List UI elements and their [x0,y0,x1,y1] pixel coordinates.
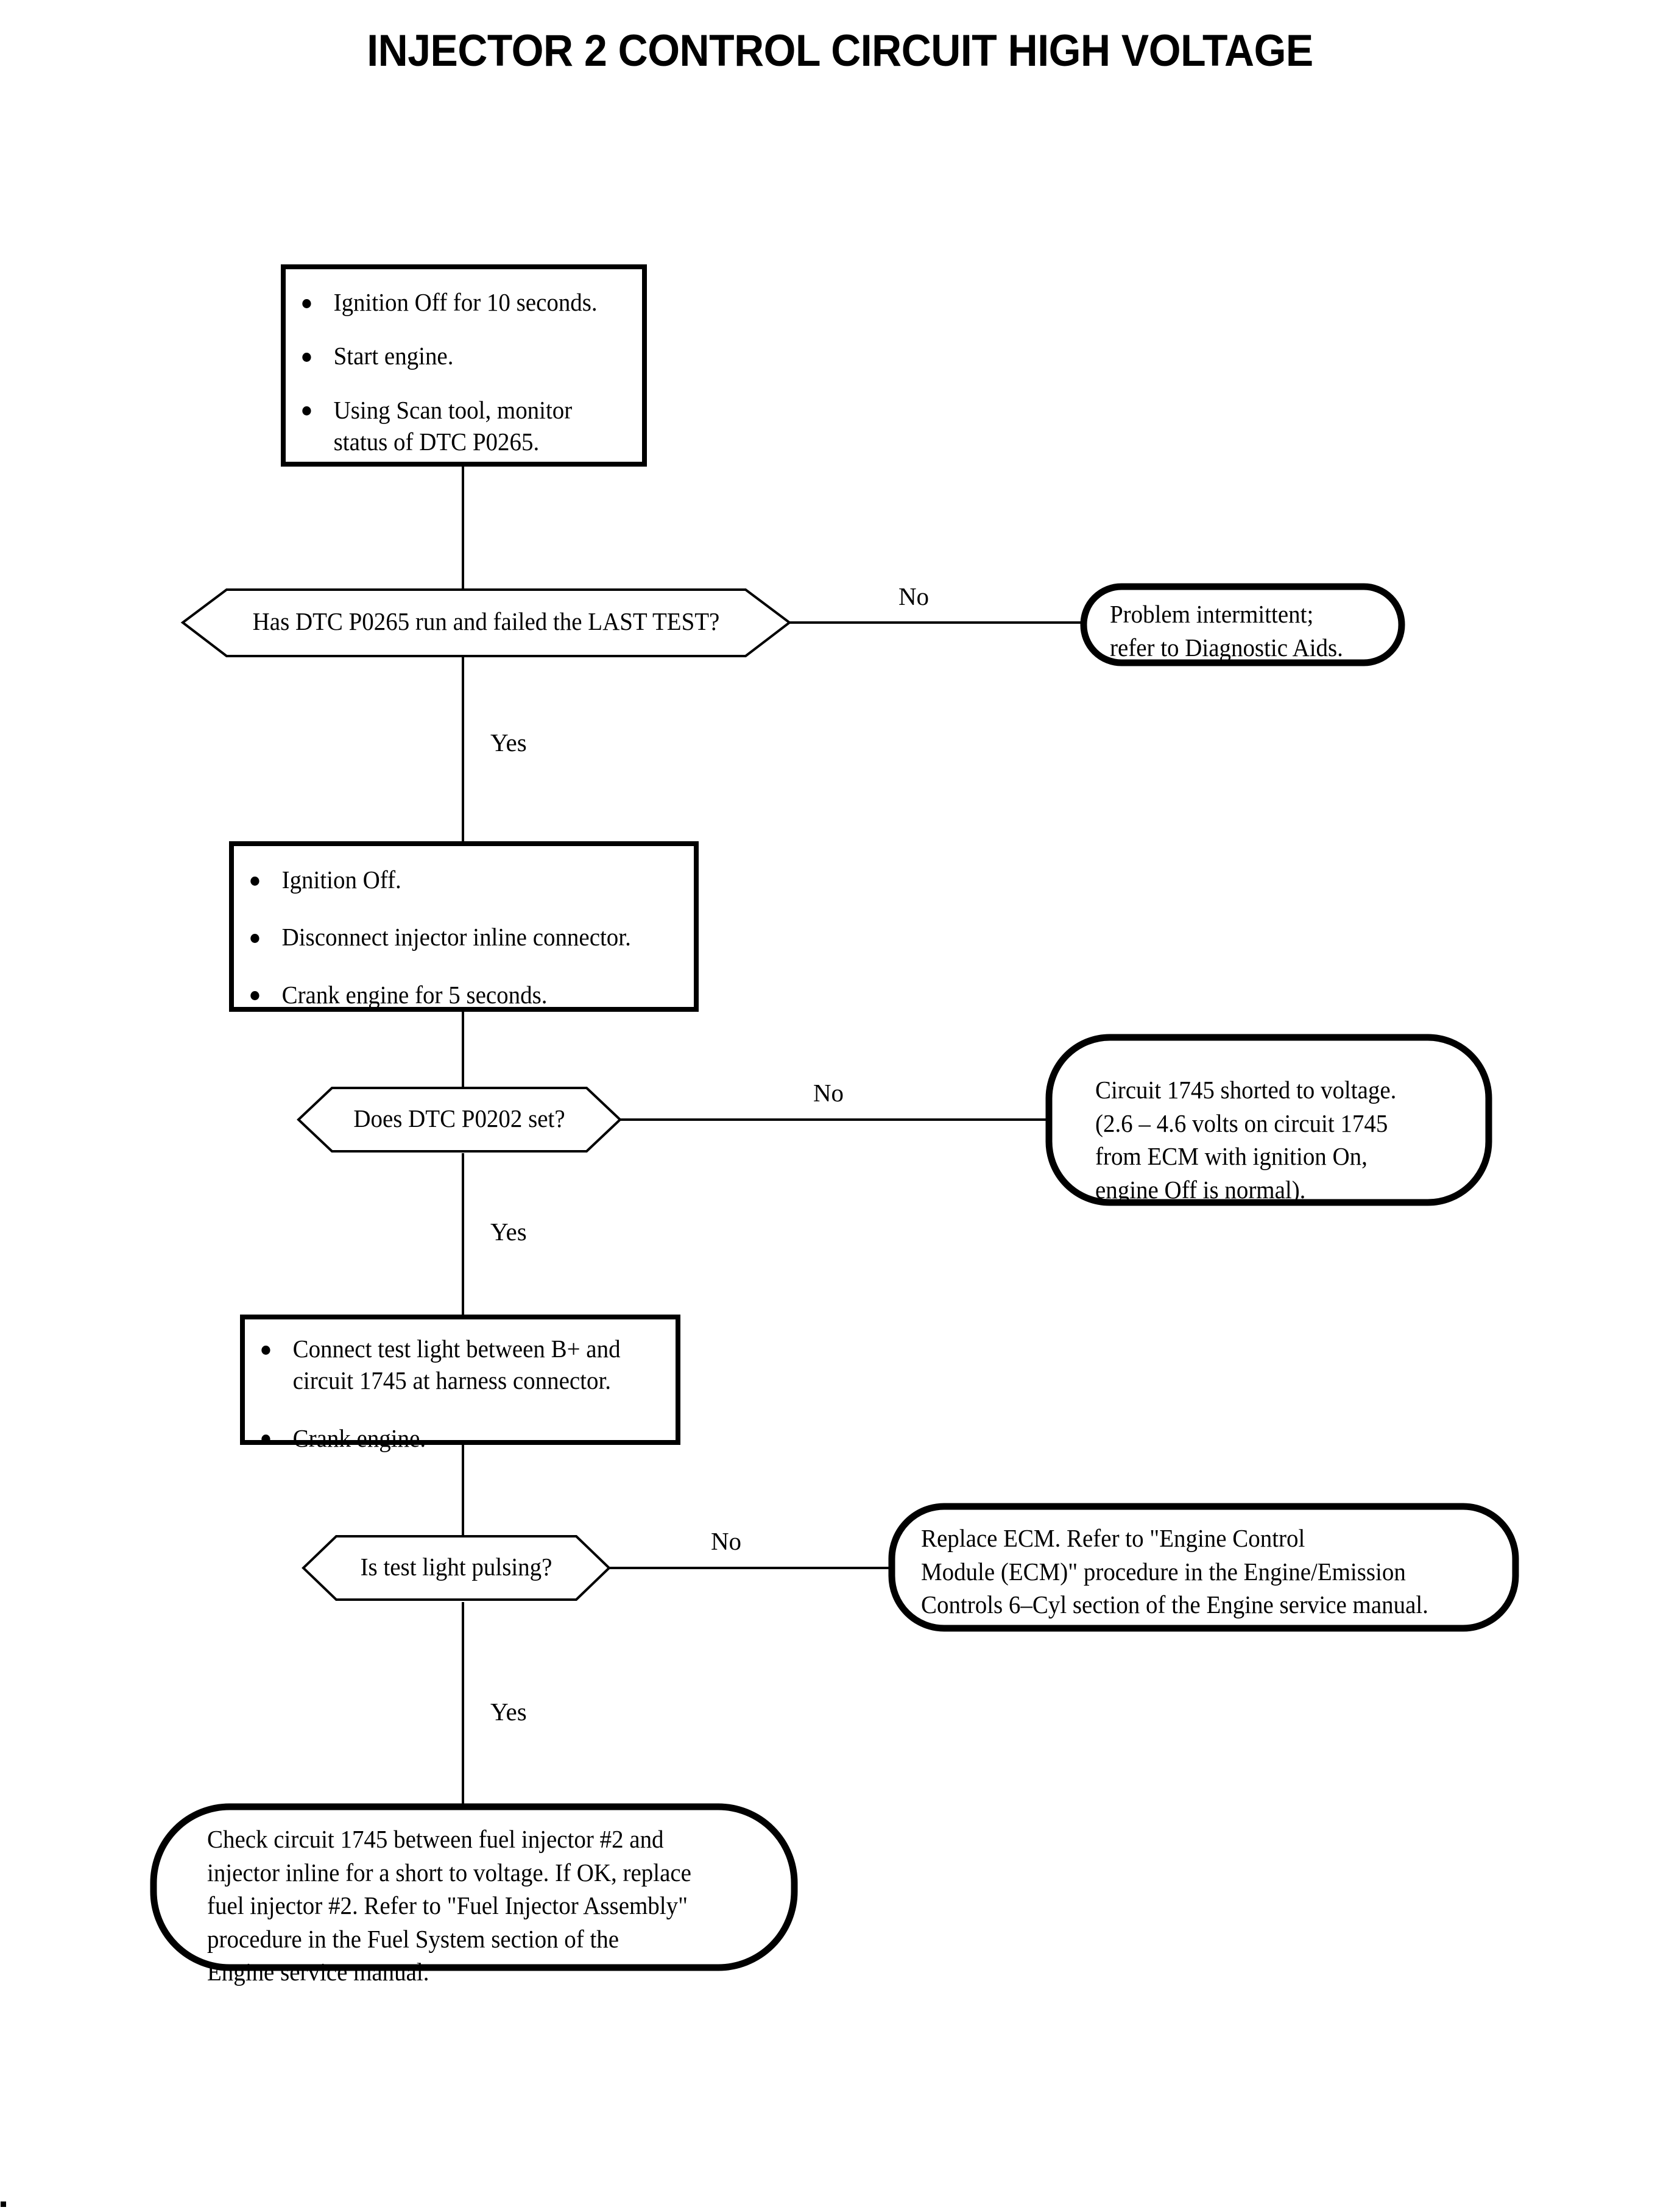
list-item: Using Scan tool, monitor status of DTC P… [294,394,618,458]
decision-hexagon-2 [297,1087,622,1153]
decision-1-yes-label: Yes [490,729,527,757]
decision-3-question: Is test light pulsing? [360,1553,552,1581]
decision-2-no-label: No [813,1079,844,1107]
decision-2-question: Does DTC P0202 set? [353,1104,565,1132]
step-1-bullet-3: Using Scan tool, monitor status of DTC P… [333,395,573,456]
step-2-bullet-1: Ignition Off. [281,866,401,894]
bullet-icon [302,406,311,416]
terminal-4-text: Check circuit 1745 between fuel injector… [207,1825,691,1986]
terminal-stadium-2 [1045,1034,1492,1206]
step-2-bullet-2: Disconnect injector inline connector. [281,923,631,951]
decision-3-no-label: No [710,1527,742,1555]
bullet-icon [261,1345,270,1355]
terminal-3-text: Replace ECM. Refer to "Engine Control Mo… [921,1524,1428,1619]
list-item: Connect test light between B+ and circui… [253,1333,653,1397]
step-3-bullet-1: Connect test light between B+ and circui… [292,1335,621,1395]
decision-hexagon-3 [302,1535,611,1601]
decision-3-yes-label: Yes [490,1698,527,1726]
terminal-stadium-4 [150,1803,798,1971]
list-item: Start engine. [294,340,618,372]
process-box-step-2 [229,841,699,1012]
terminal-stadium-3 [888,1503,1519,1632]
page-title: INJECTOR 2 CONTROL CIRCUIT HIGH VOLTAGE [367,26,1313,76]
terminal-2-text: Circuit 1745 shorted to voltage. (2.6 – … [1095,1076,1397,1204]
bullet-icon [250,933,259,943]
process-box-step-1 [281,264,647,467]
step-1-bullet-1: Ignition Off for 10 seconds. [333,288,598,316]
terminal-stadium-1 [1080,583,1405,666]
scan-artifact-mark [1,2201,6,2207]
bullet-icon [261,1435,270,1444]
decision-1-no-label: No [898,582,930,610]
step-1-bullet-2: Start engine. [333,342,454,370]
bullet-icon [250,991,259,1001]
list-item: Crank engine for 5 seconds. [242,979,665,1011]
terminal-1-text: Problem intermittent; refer to Diagnosti… [1110,600,1343,662]
bullet-icon [302,298,311,308]
bullet-icon [250,876,259,886]
process-step-2-list: Ignition Off. Disconnect injector inline… [242,864,687,1011]
process-step-3-list: Connect test light between B+ and circui… [253,1333,674,1454]
decision-2-yes-label: Yes [490,1218,527,1246]
list-item: Crank engine. [253,1422,653,1454]
step-2-bullet-3: Crank engine for 5 seconds. [281,980,548,1009]
process-step-1-list: Ignition Off for 10 seconds. Start engin… [294,286,635,458]
list-item: Ignition Off for 10 seconds. [294,286,618,318]
process-box-step-3 [240,1315,680,1445]
step-3-bullet-2: Crank engine. [292,1424,426,1452]
decision-hexagon-1 [180,588,792,657]
bullet-icon [302,352,311,362]
list-item: Ignition Off. [242,864,665,895]
decision-1-question: Has DTC P0265 run and failed the LAST TE… [252,607,720,635]
list-item: Disconnect injector inline connector. [242,921,665,953]
